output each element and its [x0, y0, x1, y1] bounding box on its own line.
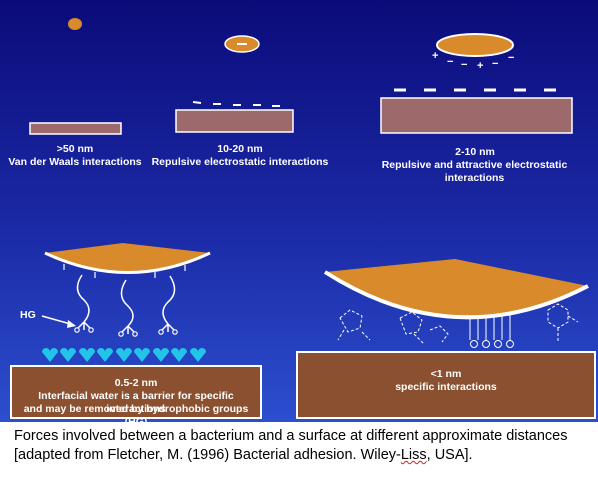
substrate-contact: [296, 351, 596, 419]
label-hydrophobic-distance: 0.5-2 nm: [114, 377, 158, 389]
surface-far: [29, 122, 122, 135]
label-repulsive-description: Repulsive electrostatic interactions: [151, 156, 329, 168]
diagram-panel: + − − + − − >50 nm Van der Waals interac…: [0, 0, 598, 422]
label-far-description: Van der Waals interactions: [8, 156, 142, 168]
caption-main: Forces involved between a bacterium and …: [14, 428, 568, 463]
label-contact-distance: <1 nm: [430, 368, 462, 380]
bacterium-contact-membrane: [323, 270, 589, 320]
hg-label: HG: [20, 309, 36, 321]
surface-near: [380, 97, 573, 134]
bacterium-far: [68, 18, 82, 30]
charge-minus-3: −: [492, 58, 499, 70]
interfacial-water-molecules: [42, 348, 206, 362]
bacterium-hydrophobic: [45, 243, 210, 273]
charge-minus-2: −: [461, 59, 468, 71]
label-near-distance: 2-10 nm: [455, 146, 495, 158]
substrate-hydrophobic: [10, 365, 262, 419]
bacterium-hydrophobic-membrane: [44, 251, 211, 274]
specific-binding-molecules: [337, 303, 579, 348]
charge-plus-1: +: [432, 50, 439, 62]
charge-minus-1: −: [447, 56, 454, 68]
hydrophobic-group-ends: [74, 327, 178, 337]
label-far-distance: >50 nm: [56, 143, 94, 155]
label-contact-description: specific interactions: [395, 381, 497, 393]
membrane-ticks: [63, 264, 186, 278]
bacterium-contact: [325, 259, 588, 318]
label-hydrophobic-line1: Interfacial water is a barrier for speci…: [38, 390, 234, 415]
label-repulsive-distance: 10-20 nm: [217, 143, 263, 155]
charge-minus-4: −: [508, 52, 515, 64]
charge-plus-2: +: [477, 60, 484, 72]
label-hydrophobic-line2: and may be removed by hydrophobic groups…: [23, 403, 249, 422]
hg-arrow-head: [67, 320, 76, 328]
diagram-graphics: [10, 18, 596, 419]
surface-repulsive: [175, 109, 294, 133]
bacterium-near: [436, 33, 514, 57]
caption-underlined: Liss: [400, 447, 427, 463]
label-near-description: Repulsive and attractive electrostatic i…: [381, 159, 568, 184]
surface-negative-charges-mid: [192, 101, 280, 107]
hydrophobic-appendages: [76, 274, 176, 334]
figure-caption: Forces involved between a bacterium and …: [14, 427, 589, 465]
caption-tail: , USA].: [426, 447, 473, 463]
